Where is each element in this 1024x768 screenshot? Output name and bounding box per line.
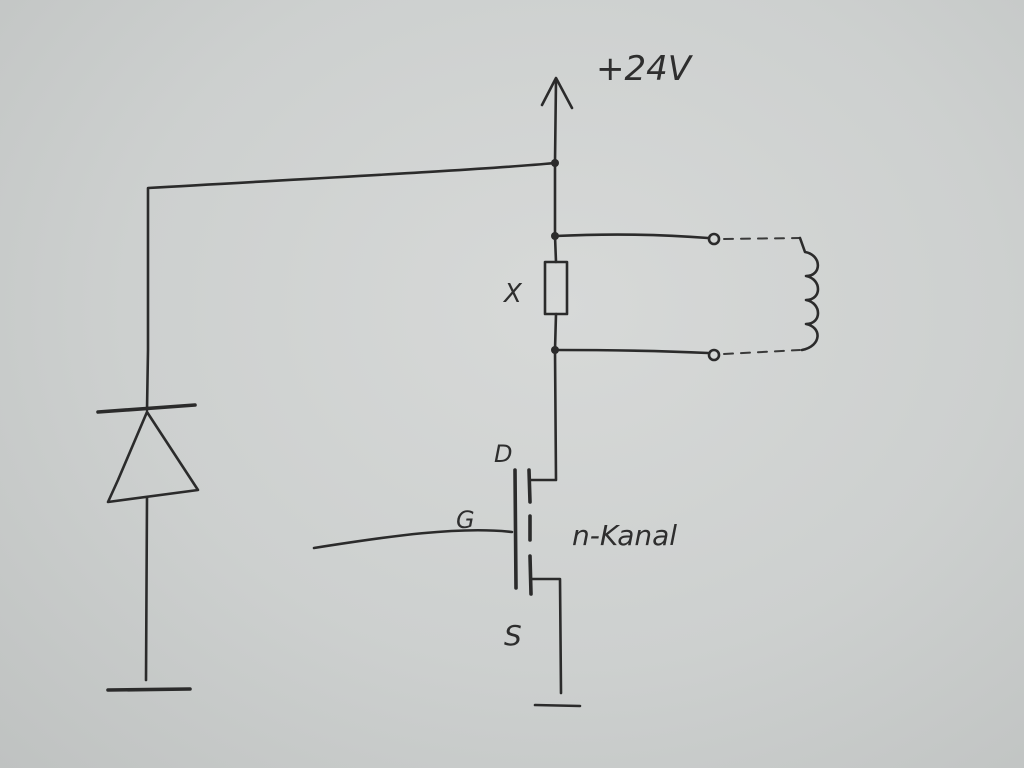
wire-diode-to-ground [144, 496, 149, 682]
transistor-type-label: n-Kanal [572, 519, 677, 552]
drain-label: D [494, 440, 512, 468]
diode-triangle [106, 410, 200, 504]
wire-to-diode [145, 161, 557, 412]
inductor-coil [798, 236, 820, 352]
diode-cathode-bar [96, 403, 197, 414]
wire-to-terminal-top [553, 233, 710, 240]
dashed-link-top [723, 237, 801, 240]
gate-label: G [456, 506, 475, 534]
wire-gate-input [312, 528, 514, 550]
mosfet-source-segment [528, 554, 533, 596]
dashed-link-bottom [723, 349, 801, 355]
resistor-x [543, 260, 569, 316]
terminal-top [707, 232, 721, 246]
mosfet-n-channel [513, 468, 563, 695]
wire-rail-resistor-top [553, 234, 558, 264]
wire-rail-to-drain [528, 348, 558, 482]
wire-rail-resistor-bottom [553, 312, 558, 352]
resistor-label: X [502, 279, 523, 309]
supply-label: +24V [596, 49, 694, 89]
mosfet-gate-plate [513, 468, 518, 590]
diode [96, 403, 200, 682]
ground-symbol-mosfet [533, 703, 582, 708]
terminal-bottom [707, 348, 721, 362]
ground-symbol-diode [106, 687, 192, 692]
mosfet-drain-segment [527, 468, 532, 504]
wire-to-terminal-bottom [553, 348, 710, 355]
supply-arrow [540, 76, 574, 164]
source-label: S [504, 619, 522, 652]
wire-source-to-ground [529, 577, 563, 695]
